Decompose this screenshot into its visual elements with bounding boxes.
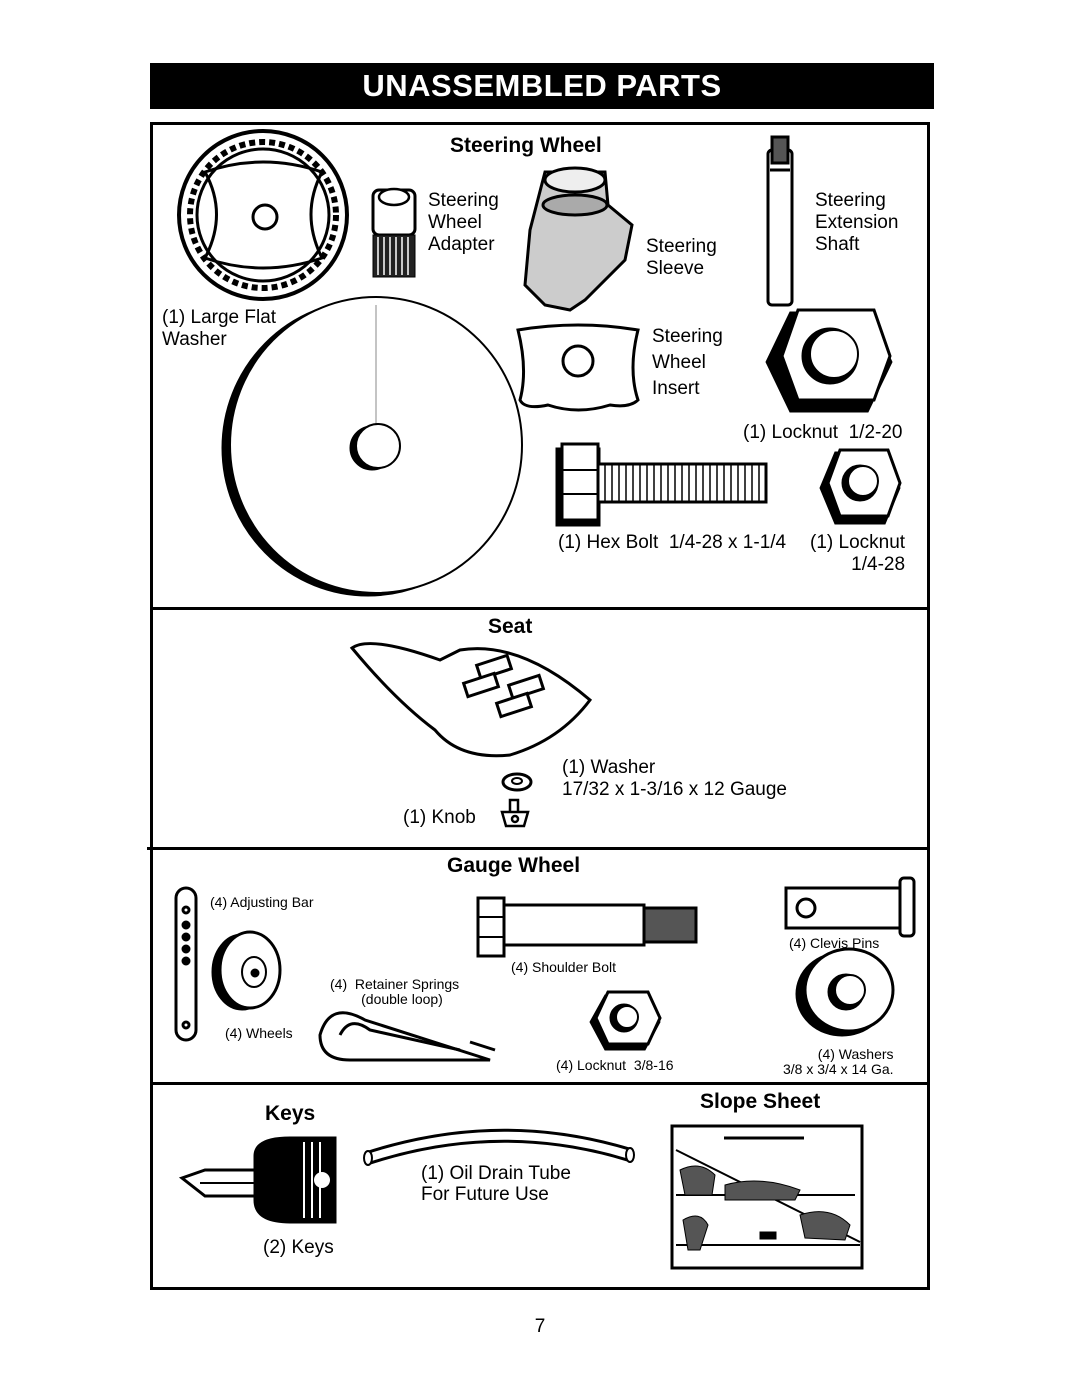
hex-bolt-label: (1) Hex Bolt 1/4-28 x 1-1/4 bbox=[558, 532, 787, 553]
locknut-quarter-inch-icon bbox=[819, 448, 902, 525]
retainer-spring-icon bbox=[318, 1011, 496, 1062]
large-flat-washer-icon bbox=[221, 296, 523, 597]
oil-drain-tube-icon bbox=[363, 1128, 635, 1166]
gauge-wheel-heading: Gauge Wheel bbox=[447, 854, 581, 877]
locknut-half-label: (1) Locknut 1/2-20 bbox=[743, 422, 903, 443]
steering-extension-shaft-icon bbox=[766, 135, 794, 307]
shoulder-bolt-label: (4) Shoulder Bolt bbox=[511, 959, 617, 975]
adjusting-bar-label: (4) Adjusting Bar bbox=[210, 894, 314, 910]
section-divider-gauge bbox=[147, 847, 927, 850]
page-number: 7 bbox=[534, 1316, 546, 1337]
steering-wheel-adapter-icon bbox=[371, 187, 417, 278]
gauge-locknut-label: (4) Locknut 3/8-16 bbox=[556, 1057, 674, 1073]
section-divider-keys bbox=[150, 1082, 930, 1085]
large-flat-washer-label: (1) Large Flat Washer bbox=[162, 307, 277, 350]
knob-label: (1) Knob bbox=[403, 807, 476, 828]
slope-sheet-heading: Slope Sheet bbox=[700, 1090, 821, 1113]
hex-bolt-icon bbox=[555, 442, 768, 527]
steering-wheel-icon bbox=[177, 129, 349, 301]
gauge-locknut-icon bbox=[589, 990, 662, 1051]
section-divider-seat bbox=[150, 607, 930, 610]
adjusting-bar-icon bbox=[174, 886, 198, 1042]
steering-adapter-label: Steering Wheel Adapter bbox=[428, 190, 499, 255]
steering-insert-label: Steering Wheel Insert bbox=[652, 326, 723, 399]
key-icon bbox=[178, 1136, 337, 1224]
seat-heading: Seat bbox=[488, 615, 533, 638]
knob-icon bbox=[500, 798, 530, 828]
gauge-wheel-icon bbox=[211, 930, 282, 1011]
oil-drain-tube-label: (1) Oil Drain Tube For Future Use bbox=[421, 1163, 571, 1205]
seat-washer-icon bbox=[501, 772, 533, 792]
slope-sheet-icon bbox=[670, 1124, 864, 1270]
steering-sleeve-label: Steering Sleeve bbox=[646, 236, 717, 279]
clevis-pins-label: (4) Clevis Pins bbox=[789, 935, 880, 951]
gauge-washers-label: (4) Washers 3/8 x 3/4 x 14 Ga. bbox=[783, 1046, 894, 1077]
page-title: UNASSEMBLED PARTS bbox=[150, 63, 934, 109]
steering-wheel-insert-icon bbox=[516, 323, 640, 412]
steering-wheel-heading: Steering Wheel bbox=[450, 134, 602, 157]
keys-heading: Keys bbox=[265, 1102, 316, 1125]
steering-extension-label: Steering Extension Shaft bbox=[815, 190, 899, 255]
shoulder-bolt-icon bbox=[476, 896, 698, 958]
steering-sleeve-icon bbox=[523, 166, 634, 312]
seat-icon bbox=[349, 642, 593, 758]
locknut-quarter-label: (1) Locknut 1/4-28 bbox=[810, 532, 906, 575]
parts-frame bbox=[150, 122, 930, 1290]
gauge-washer-icon bbox=[795, 947, 895, 1037]
wheels-label: (4) Wheels bbox=[225, 1025, 293, 1041]
keys-label: (2) Keys bbox=[263, 1237, 334, 1258]
seat-washer-label: (1) Washer 17/32 x 1-3/16 x 12 Gauge bbox=[562, 757, 787, 800]
retainer-springs-label: (4) Retainer Springs (double loop) bbox=[330, 976, 460, 1007]
clevis-pin-icon bbox=[784, 876, 916, 938]
locknut-half-inch-icon bbox=[765, 308, 893, 413]
